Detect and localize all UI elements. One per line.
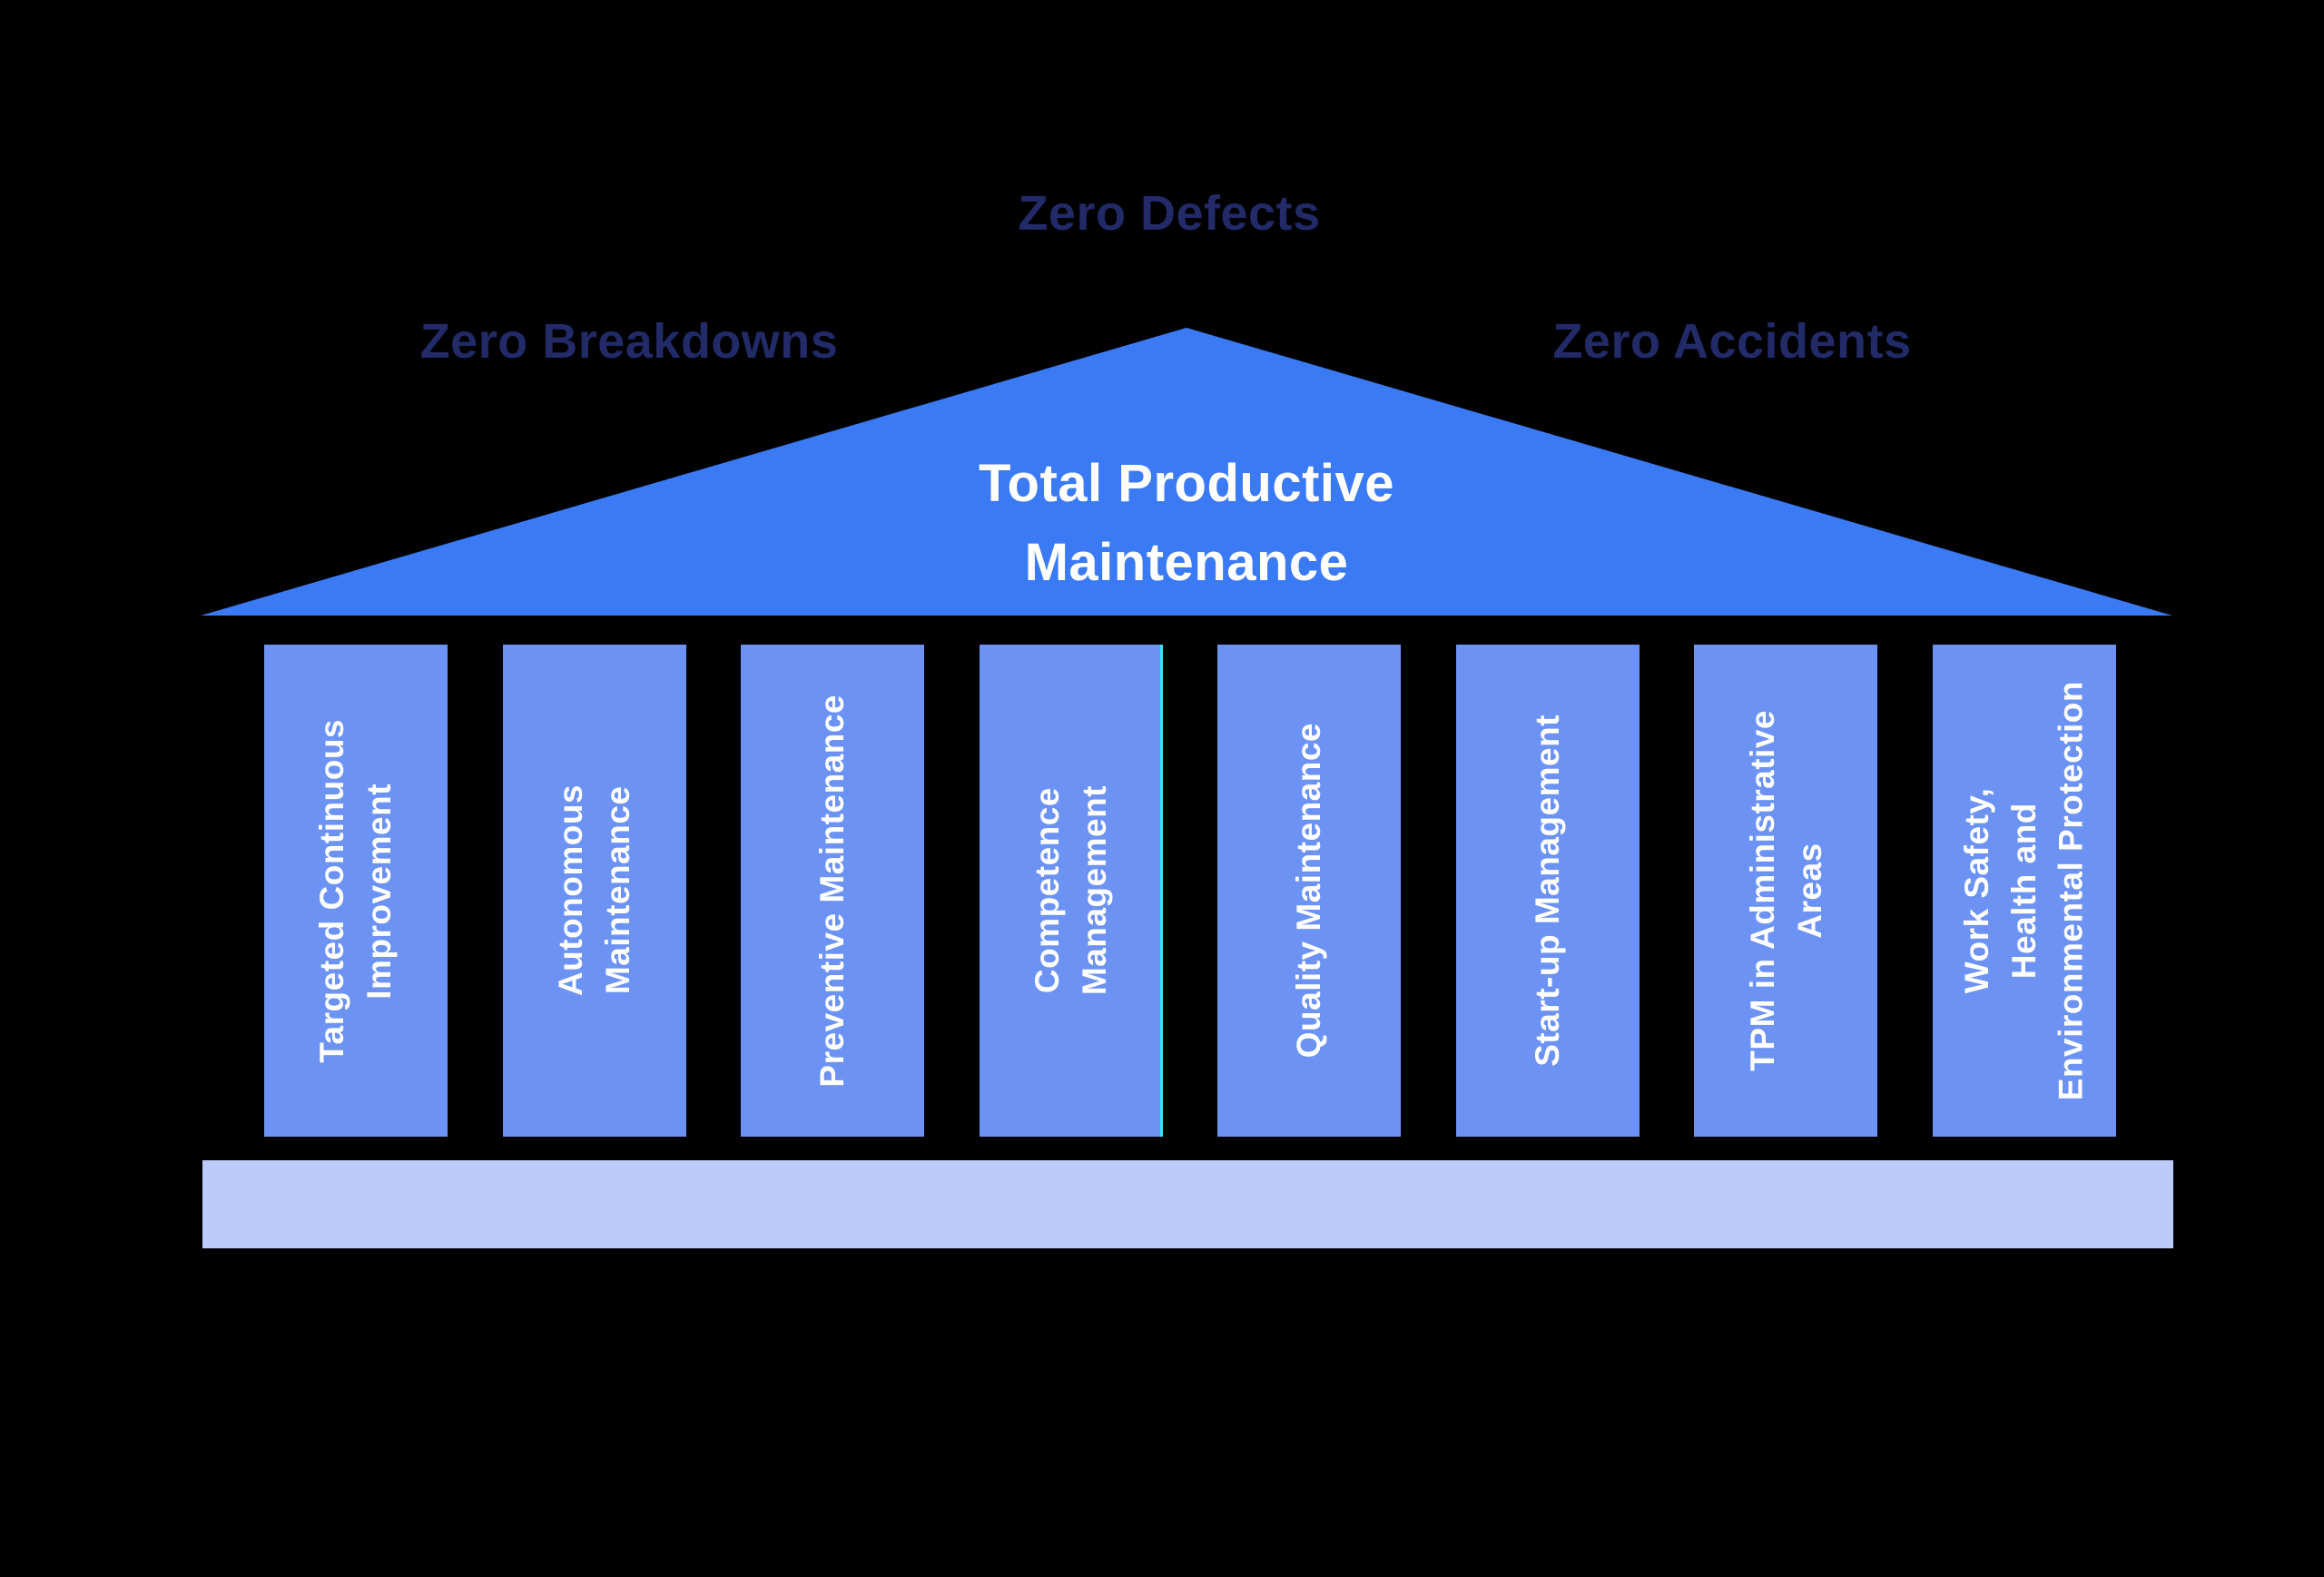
cyan-edge-artifact — [1160, 645, 1163, 1137]
tpm-roof-title: Total Productive Maintenance — [978, 454, 1395, 592]
foundation-bar — [202, 1160, 2173, 1248]
pillar-competence-management: Competence Management — [979, 645, 1163, 1137]
pillar-label: Preventive Maintenance — [813, 694, 852, 1088]
zero-breakdowns-label: Zero Breakdowns — [419, 314, 839, 369]
pillar-label: Competence Management — [1028, 785, 1113, 996]
pillar-label: TPM in Administrative Areas — [1743, 710, 1828, 1071]
pillar-targeted-continuous-improvement: Targeted Continuous Improvement — [264, 645, 448, 1137]
pillar-work-safety-health-environmental-protection: Work Safety, Health and Environmental Pr… — [1932, 645, 2116, 1137]
pillar-start-up-management: Start-up Management — [1455, 645, 1640, 1137]
pillar-label: Work Safety, Health and Environmental Pr… — [1958, 680, 2090, 1101]
pillar-autonomous-maintenance: Autonomous Maintenance — [502, 645, 686, 1137]
pillar-quality-maintenance: Quality Maintenance — [1217, 645, 1402, 1137]
pillar-preventive-maintenance: Preventive Maintenance — [741, 645, 925, 1137]
pillar-label: Autonomous Maintenance — [551, 784, 636, 997]
pillars-row: Targeted Continuous Improvement Autonomo… — [264, 645, 2116, 1137]
pillar-label: Targeted Continuous Improvement — [313, 718, 398, 1063]
pillar-label: Quality Maintenance — [1290, 723, 1328, 1059]
zero-defects-label: Zero Defects — [1018, 186, 1321, 241]
pillar-tpm-in-administrative-areas: TPM in Administrative Areas — [1694, 645, 1878, 1137]
pillar-label: Start-up Management — [1528, 715, 1566, 1067]
zero-accidents-label: Zero Accidents — [1552, 314, 1912, 369]
